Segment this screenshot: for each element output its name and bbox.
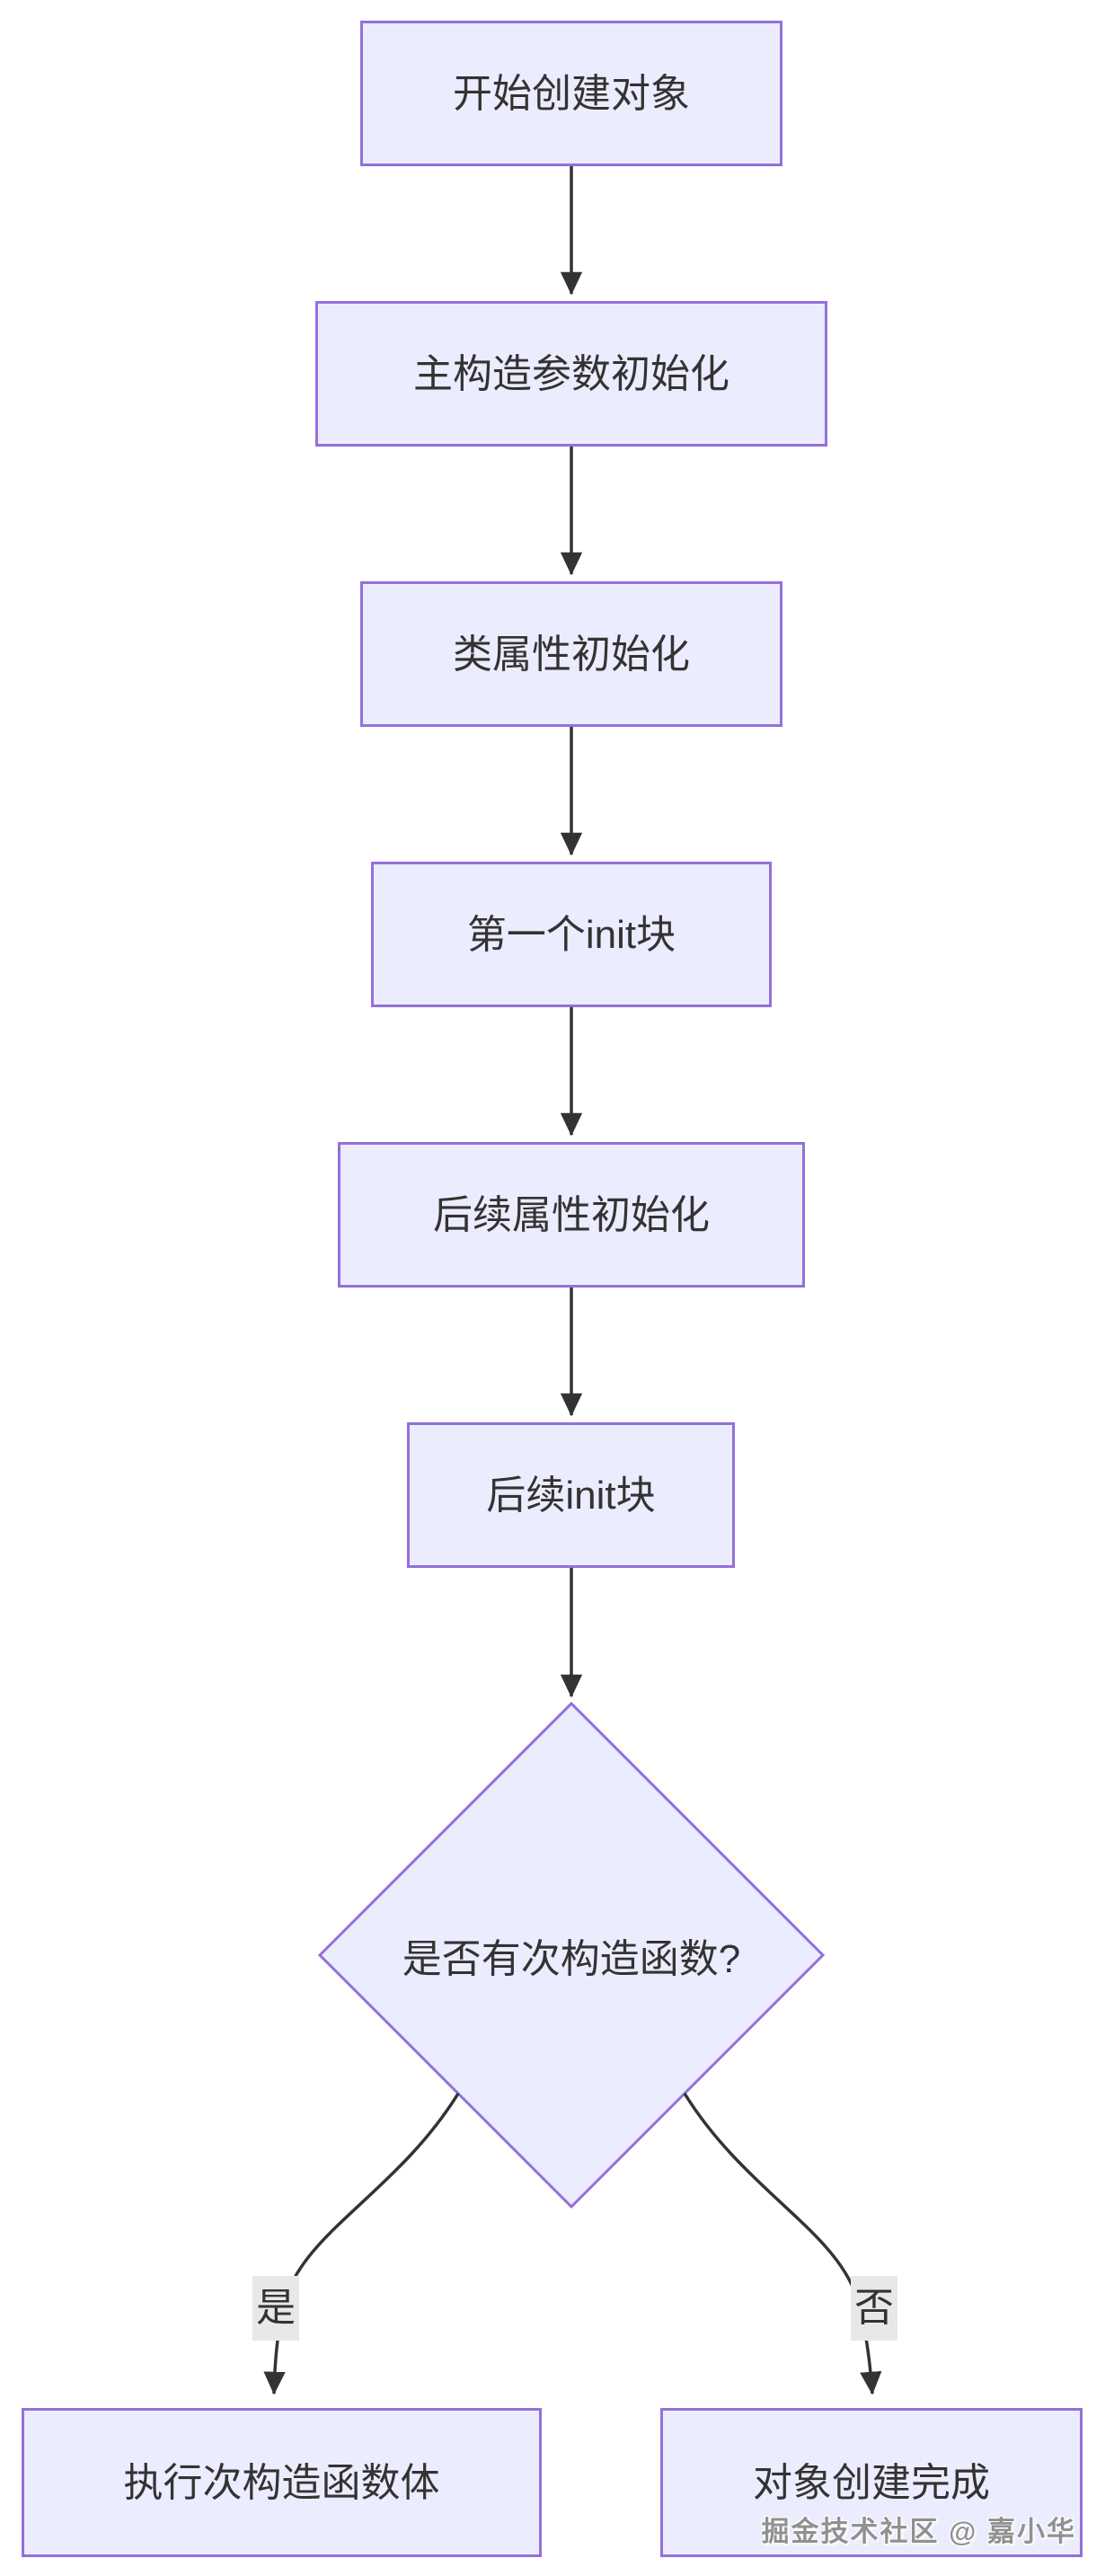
juejin-watermark: 掘金技术社区 @ 嘉小华 <box>761 2516 1076 2547</box>
edge-no-branch <box>683 2093 882 2395</box>
node-first-init-block: 第一个init块 <box>371 862 772 1007</box>
edge-yes-branch <box>263 2093 460 2395</box>
node-class-property-init: 类属性初始化 <box>360 581 782 727</box>
node-subsequent-property-init: 后续属性初始化 <box>338 1142 805 1288</box>
node-execute-secondary-constructor-body: 执行次构造函数体 <box>22 2408 542 2557</box>
decision-has-secondary-constructor-label: 是否有次构造函数? <box>402 1937 741 1981</box>
edge-label-no: 否 <box>851 2276 897 2341</box>
decision-diamond-shape <box>317 1701 826 2209</box>
node-start-create-object: 开始创建对象 <box>360 21 782 166</box>
node-subsequent-init-block: 后续init块 <box>407 1422 735 1568</box>
node-primary-constructor-params-init: 主构造参数初始化 <box>315 301 827 447</box>
edge-label-yes: 是 <box>252 2276 299 2341</box>
node-object-creation-complete: 对象创建完成 <box>660 2408 1083 2557</box>
